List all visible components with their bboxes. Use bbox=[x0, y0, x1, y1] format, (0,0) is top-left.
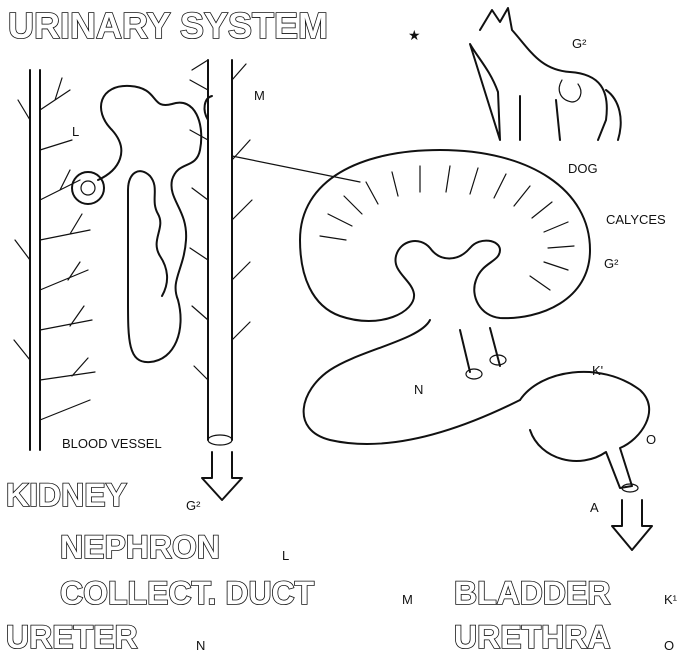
legend-ureter-key: N bbox=[196, 638, 205, 653]
legend-urethra-key: O bbox=[664, 638, 674, 653]
legend-urethra-name: URETHRA bbox=[454, 619, 610, 655]
kidney-illustration bbox=[232, 150, 590, 444]
legend-collecting-duct-name: COLLECT. DUCT bbox=[60, 575, 315, 611]
legend-bladder-name: BLADDER bbox=[454, 575, 610, 611]
legend-collecting-duct-key: M bbox=[402, 592, 413, 607]
label-calyces: CALYCES bbox=[606, 212, 666, 227]
label-kidney: G² bbox=[604, 256, 619, 271]
label-dog-kidney: G² bbox=[572, 36, 587, 51]
label-urethra: O bbox=[646, 432, 656, 447]
dog-illustration bbox=[470, 8, 621, 140]
bladder-illustration bbox=[520, 372, 652, 550]
collecting-duct-illustration bbox=[190, 60, 252, 500]
blood-vessel-illustration bbox=[14, 70, 104, 450]
legend-nephron-name: NEPHRON bbox=[60, 529, 220, 565]
legend-kidney-name: KIDNEY bbox=[6, 477, 127, 513]
legend-nephron-key: L bbox=[282, 548, 289, 563]
legend-bladder-key: K¹ bbox=[664, 592, 678, 607]
nephron-illustration bbox=[98, 86, 212, 362]
label-bladder: K' bbox=[592, 363, 603, 378]
title: URINARY SYSTEM bbox=[8, 5, 328, 46]
title-star: ★ bbox=[408, 27, 421, 43]
label-ureter: N bbox=[414, 382, 423, 397]
legend: KIDNEY G² NEPHRON L COLLECT. DUCT M URET… bbox=[6, 477, 678, 655]
label-nephron: L bbox=[72, 124, 79, 139]
legend-kidney-key: G² bbox=[186, 498, 201, 513]
label-collecting-duct: M bbox=[254, 88, 265, 103]
legend-ureter-name: URETER bbox=[6, 619, 138, 655]
label-arrow-a: A bbox=[590, 500, 599, 515]
label-dog: DOG bbox=[568, 161, 598, 176]
label-blood-vessel: BLOOD VESSEL bbox=[62, 436, 162, 451]
